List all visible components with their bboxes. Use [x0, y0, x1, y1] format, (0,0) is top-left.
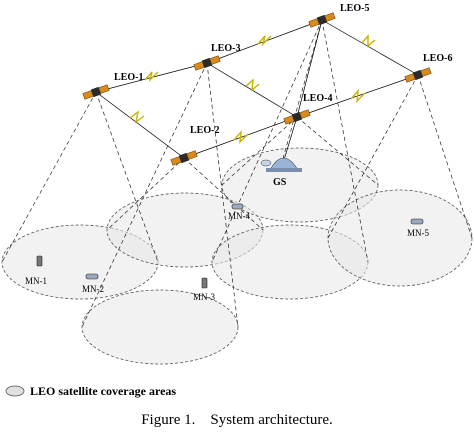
beam-line	[95, 91, 159, 263]
link-leo3-leo5	[206, 19, 323, 64]
mobile-node-mn3: MN-3	[193, 277, 215, 302]
satellite-body-icon	[316, 14, 328, 26]
beam-line	[221, 116, 298, 186]
mobile-node-mn5: MN-5	[407, 218, 429, 238]
solar-panel	[308, 18, 320, 28]
beam-line	[211, 19, 323, 263]
satellite-leo4	[283, 109, 311, 125]
satellite-label-leo5: LEO-5	[340, 3, 369, 14]
satellite-leo1	[82, 84, 110, 100]
solar-panel	[98, 84, 110, 94]
link-leo5-leo6	[321, 19, 419, 76]
solar-panel	[82, 90, 94, 100]
figure-caption: Figure 1. System architecture.	[141, 412, 333, 428]
beam-line	[321, 19, 369, 263]
coverage-area-leo6	[327, 189, 473, 287]
beam-line	[417, 74, 473, 239]
mobile-node-label-mn1: MN-1	[25, 276, 47, 286]
satellite-body-icon	[90, 86, 102, 98]
beam-line	[327, 74, 419, 239]
beam-line	[106, 157, 185, 231]
solar-panel	[209, 55, 221, 65]
satellite-body-icon	[291, 111, 303, 123]
solar-panel	[299, 109, 311, 119]
beam-line	[296, 116, 379, 186]
legend-label: LEO satellite coverage areas	[30, 384, 176, 398]
ground-station: GS	[260, 157, 302, 188]
satellite-labels: LEO-1 LEO-2 LEO-3 LEO-4 LEO-5 LEO-6	[114, 3, 452, 136]
mobile-node-mn2: MN-2	[82, 273, 104, 294]
link-leo1-leo2	[95, 91, 185, 159]
satellite-leo5	[308, 12, 336, 28]
satellite-body-icon	[178, 152, 190, 164]
ground-station-base-icon	[266, 168, 302, 172]
vehicle-icon	[85, 273, 99, 280]
solar-panel	[420, 67, 432, 77]
beam-line	[281, 19, 323, 163]
mobile-node-label-mn5: MN-5	[407, 228, 429, 238]
legend-coverage-swatch	[5, 385, 25, 397]
vehicle-icon	[410, 218, 424, 225]
mobile-node-label-mn3: MN-3	[193, 292, 215, 302]
beam-line	[183, 157, 264, 231]
solar-panel	[324, 12, 336, 22]
solar-panel	[186, 150, 198, 160]
mobile-nodes: MN-1 MN-2 MN-3 MN-4 MN-5	[25, 203, 429, 302]
mobile-node-mn1: MN-1	[25, 255, 47, 286]
satellite-label-leo6: LEO-6	[423, 53, 452, 64]
coverage-area-leo3	[81, 289, 239, 365]
handset-icon	[201, 277, 208, 289]
beam-line	[206, 62, 239, 328]
ground-station-label: GS	[273, 177, 287, 188]
legend: LEO satellite coverage areas	[5, 384, 176, 398]
satellite-body-icon	[412, 69, 424, 81]
vehicle-icon	[231, 203, 244, 210]
ground-station-antenna-icon	[260, 159, 272, 167]
satellite-label-leo4: LEO-4	[303, 93, 332, 104]
solar-panel	[404, 73, 416, 83]
handset-icon	[36, 255, 43, 267]
link-leo4-gs	[283, 116, 298, 161]
satellite-leo3	[193, 55, 221, 71]
beam-line	[1, 91, 97, 263]
link-leo1-leo3	[95, 62, 208, 93]
satellite-leo6	[404, 67, 432, 83]
mobile-node-label-mn2: MN-2	[82, 284, 104, 294]
mobile-node-label-mn4: MN-4	[228, 211, 250, 221]
solar-panel	[170, 156, 182, 166]
satellites	[82, 12, 432, 166]
satellite-leo2	[170, 150, 198, 166]
satellite-body-icon	[201, 57, 213, 69]
solar-panel	[193, 61, 205, 71]
satellite-label-leo1: LEO-1	[114, 72, 143, 83]
coverage-areas	[1, 147, 473, 365]
satellite-label-leo2: LEO-2	[190, 125, 219, 136]
mobile-node-mn4: MN-4	[228, 203, 250, 221]
coverage-beams	[1, 19, 473, 328]
link-leo5-leo4	[296, 19, 323, 118]
inter-satellite-links	[95, 19, 419, 161]
satellite-label-leo3: LEO-3	[211, 43, 240, 54]
